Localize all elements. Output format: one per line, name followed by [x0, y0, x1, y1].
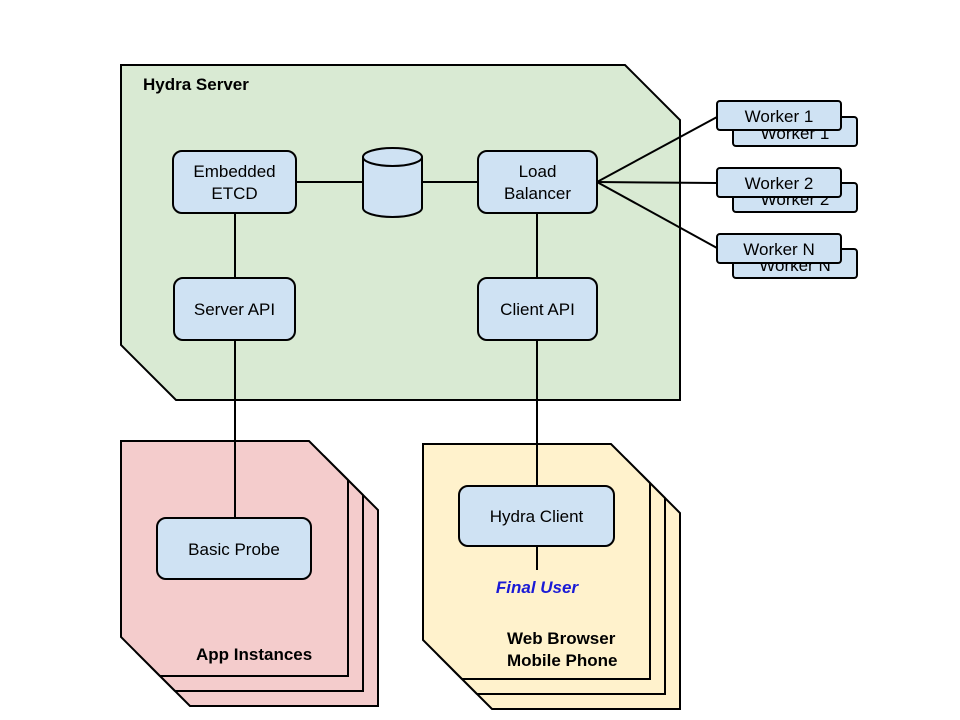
- server-api-label: Server API: [194, 300, 275, 319]
- worker-1-node[interactable]: Worker 1 Worker 1: [716, 100, 858, 147]
- client-api-node[interactable]: Client API: [477, 277, 598, 341]
- basic-probe-label: Basic Probe: [188, 540, 280, 559]
- worker-n-node[interactable]: Worker N Worker N: [716, 233, 858, 279]
- load-balancer-node[interactable]: Load Balancer: [477, 150, 598, 214]
- hydra-client-node[interactable]: Hydra Client: [458, 485, 615, 547]
- client-devices-title-line1: Web Browser: [507, 629, 616, 648]
- edge-load-balancer-worker-2: [596, 181, 718, 184]
- edge-load-balancer-worker-1: [596, 116, 718, 183]
- final-user-label: Final User: [496, 578, 580, 597]
- load-balancer-label-line1: Load: [519, 162, 557, 181]
- basic-probe-node[interactable]: Basic Probe: [156, 517, 312, 580]
- hydra-server-group: Hydra Server: [120, 64, 681, 401]
- hydra-client-label: Hydra Client: [490, 507, 584, 526]
- worker-n-label: Worker N: [743, 240, 814, 259]
- embedded-etcd-label-line1: Embedded: [193, 162, 275, 181]
- hydra-server-title: Hydra Server: [143, 75, 249, 94]
- worker-2-node[interactable]: Worker 2 Worker 2: [716, 167, 858, 213]
- load-balancer-label-line2: Balancer: [504, 184, 571, 203]
- server-api-node[interactable]: Server API: [173, 277, 296, 341]
- worker-2-label: Worker 2: [745, 174, 814, 193]
- client-devices-title-line2: Mobile Phone: [507, 651, 618, 670]
- connectors: [234, 116, 718, 570]
- worker-1-label: Worker 1: [745, 107, 814, 126]
- embedded-etcd-label-line2: ETCD: [211, 184, 257, 203]
- embedded-etcd-node[interactable]: Embedded ETCD: [172, 150, 297, 214]
- client-devices-group: Web Browser Mobile Phone: [422, 443, 681, 710]
- client-api-label: Client API: [500, 300, 575, 319]
- database-cylinder-icon: [362, 147, 423, 218]
- hydra-server-container: [120, 64, 681, 401]
- edge-load-balancer-worker-n: [596, 181, 718, 249]
- app-instances-title: App Instances: [196, 645, 312, 664]
